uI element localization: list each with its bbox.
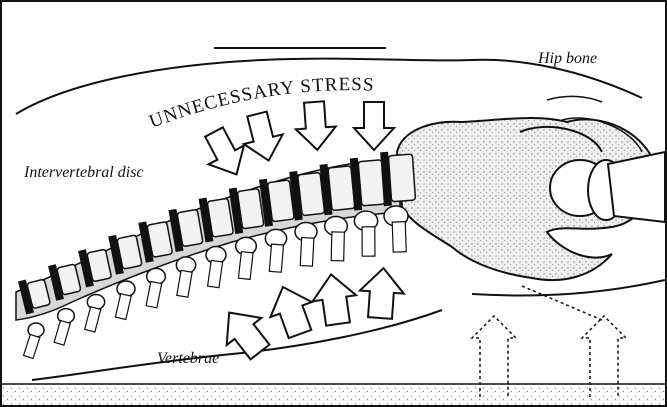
floor-surface: [2, 384, 665, 405]
up-arrow: [358, 267, 405, 320]
vertebra-body: [207, 198, 233, 237]
up-arrow: [309, 271, 360, 327]
vertebra-spinous-process: [362, 227, 375, 256]
intervertebral-disc-label: Intervertebral disc: [24, 164, 144, 182]
down-arrow: [354, 102, 394, 150]
down-arrow: [294, 101, 337, 152]
down-arrow: [196, 123, 254, 184]
femur-shaft: [608, 152, 665, 222]
support-arrows: [212, 267, 406, 366]
vertebra-body: [237, 189, 264, 229]
hip-bone-pointer: [547, 96, 602, 102]
vertebrae-label: Vertebrae: [157, 350, 219, 368]
vertebra-process: [117, 281, 135, 297]
vertebra-body: [267, 180, 294, 222]
vertebra-body: [388, 154, 415, 202]
thigh-outline: [472, 280, 665, 295]
vertebra-spinous-process: [331, 232, 344, 261]
vertebra-spinous-process: [85, 307, 101, 332]
vertebra-spinous-process: [24, 334, 40, 358]
vertebra-spinous-process: [269, 244, 283, 272]
vertebra-spinous-process: [208, 260, 223, 287]
vertebra-spinous-process: [115, 294, 131, 320]
up-arrow: [262, 279, 320, 341]
vertebra-spinous-process: [54, 320, 70, 345]
vertebra-spinous-process: [177, 270, 192, 297]
down-arrow: [238, 109, 288, 165]
vertebra-spinous-process: [238, 252, 253, 280]
vertebra-body: [298, 172, 325, 215]
vertebra-spinous-process: [146, 282, 162, 308]
vertebra-body: [328, 166, 355, 211]
vertebra-spinous-process: [392, 222, 406, 252]
hip-bone-label: Hip bone: [538, 50, 597, 68]
vertebra-spinous-process: [300, 238, 314, 267]
